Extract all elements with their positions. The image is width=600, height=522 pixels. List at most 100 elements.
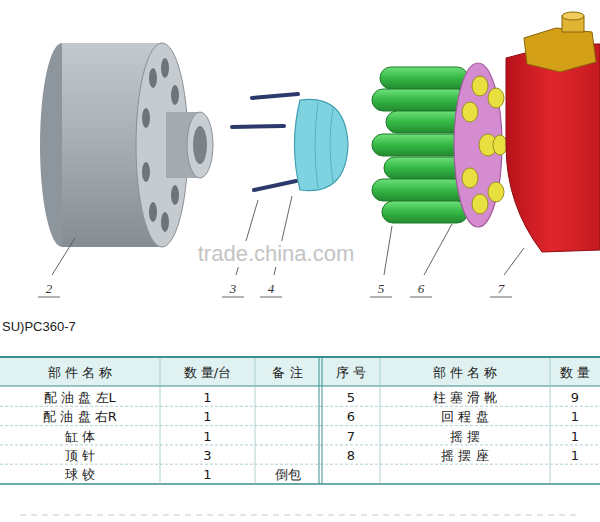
piston-shoe [382, 201, 468, 223]
table-header: 部 件 名 称 [48, 359, 112, 387]
table-cell: 配 油 盘 左L [0, 387, 160, 406]
table-cell: 柱 塞 滑 靴 [433, 388, 497, 407]
callout-underline [260, 297, 282, 298]
table-cell: 1 [160, 464, 255, 483]
parts-table [0, 358, 600, 386]
table-cell: 顶 针 [0, 445, 160, 464]
parts-table [0, 406, 600, 464]
table-cell: 1 [550, 445, 600, 464]
cylinder-block [187, 112, 213, 178]
table-cell: 5 [322, 387, 380, 406]
retainer-plate [493, 135, 507, 155]
table-cell: 1 [571, 427, 579, 446]
table-cell: 1 [550, 406, 600, 425]
table-cell: 缸 体 [0, 426, 160, 445]
retainer-plate [462, 76, 507, 214]
table-cell: 1 [160, 387, 255, 406]
piston-shoe [380, 67, 468, 89]
callout-number: 2 [38, 279, 60, 296]
cylinder-block [161, 212, 169, 232]
callout-number: 7 [490, 279, 512, 296]
table-cell: 倒包 [275, 465, 301, 484]
table-cell: 柱 塞 滑 靴 [380, 387, 550, 406]
callout-underline [38, 297, 60, 298]
table-cell: 8 [322, 445, 380, 464]
parts-table [550, 358, 551, 484]
table-cell: 1 [203, 407, 211, 426]
callout-number: 6 [410, 279, 432, 296]
model-label: SU)PC360-7 [2, 318, 76, 336]
leader-line [424, 224, 452, 275]
callout-number: 7 [498, 280, 505, 297]
table-header: 序 号 [336, 359, 366, 387]
retainer-plate [462, 168, 478, 188]
table-cell: 倒包 [255, 464, 320, 483]
parts-table [0, 386, 600, 387]
table-cell: 摇 摆 座 [441, 446, 488, 465]
table-header: 部 件 名 称 [380, 358, 550, 386]
table-cell: 1 [550, 426, 600, 445]
table-cell: 1 [571, 407, 579, 426]
callout-number: 4 [268, 280, 275, 297]
callout-number: 2 [46, 280, 53, 297]
watermark-text: trade.china.com [195, 241, 358, 267]
table-header: 序 号 [322, 358, 380, 386]
parts-table [255, 358, 256, 484]
parts-table [0, 464, 600, 465]
parts-table [0, 425, 600, 426]
cylinder-block [171, 85, 179, 105]
parts-table [322, 358, 323, 484]
table-cell: 3 [160, 445, 255, 464]
table-header: 备 注 [272, 359, 302, 387]
table-header: 数 量/台 [184, 359, 232, 387]
table-cell: 8 [347, 446, 355, 465]
table-cell: 摇 摆 座 [380, 445, 550, 464]
swash-plate [562, 12, 584, 20]
swash-plate [506, 12, 600, 252]
callout-underline [370, 297, 392, 298]
parts-table [160, 358, 550, 484]
spherical-bushing [295, 99, 349, 190]
cylinder-block [142, 108, 150, 128]
swash-plate [506, 44, 600, 252]
piston-shoe [372, 179, 468, 201]
model-label: SU)PC360-7 [2, 317, 122, 335]
leader-line [384, 226, 392, 275]
table-cell: 摇 摆 [450, 427, 480, 446]
table-header: 数 量/台 [160, 358, 255, 386]
parts-table [160, 358, 161, 484]
table-cell: 配 油 盘 右R [0, 406, 160, 425]
cylinder-block [193, 126, 207, 164]
callout-number: 3 [222, 279, 244, 296]
table-cell: 顶 针 [65, 446, 95, 465]
table-cell: 1 [160, 406, 255, 425]
swash-plate [524, 28, 596, 72]
callout-number: 6 [418, 280, 425, 297]
callout-number: 5 [378, 280, 385, 297]
table-header: 部 件 名 称 [433, 359, 497, 387]
cylinder-block [40, 43, 213, 247]
cylinder-block [149, 68, 157, 88]
spherical-bushing [315, 102, 318, 188]
table-cell: 缸 体 [65, 427, 95, 446]
table-cell: 7 [322, 426, 380, 445]
parts-table [20, 515, 580, 516]
table-cell: 3 [203, 446, 211, 465]
retainer-plate [472, 194, 488, 214]
parts-table [0, 356, 600, 358]
table-cell: 1 [203, 388, 211, 407]
cylinder-block [171, 185, 179, 205]
table-cell: 球 铰 [0, 464, 160, 483]
table-header: 部 件 名 称 [0, 358, 160, 386]
pin [254, 181, 296, 190]
leader-line [52, 238, 75, 275]
spherical-bushing [330, 108, 333, 182]
table-header: 数 量 [550, 358, 600, 386]
table-cell: 7 [347, 427, 355, 446]
retainer-plate [488, 182, 504, 202]
table-cell: 回 程 盘 [441, 407, 488, 426]
retainer-plate [488, 88, 504, 108]
callout-underline [38, 297, 512, 298]
piston-shoe [372, 89, 468, 111]
parts-table [0, 444, 600, 445]
